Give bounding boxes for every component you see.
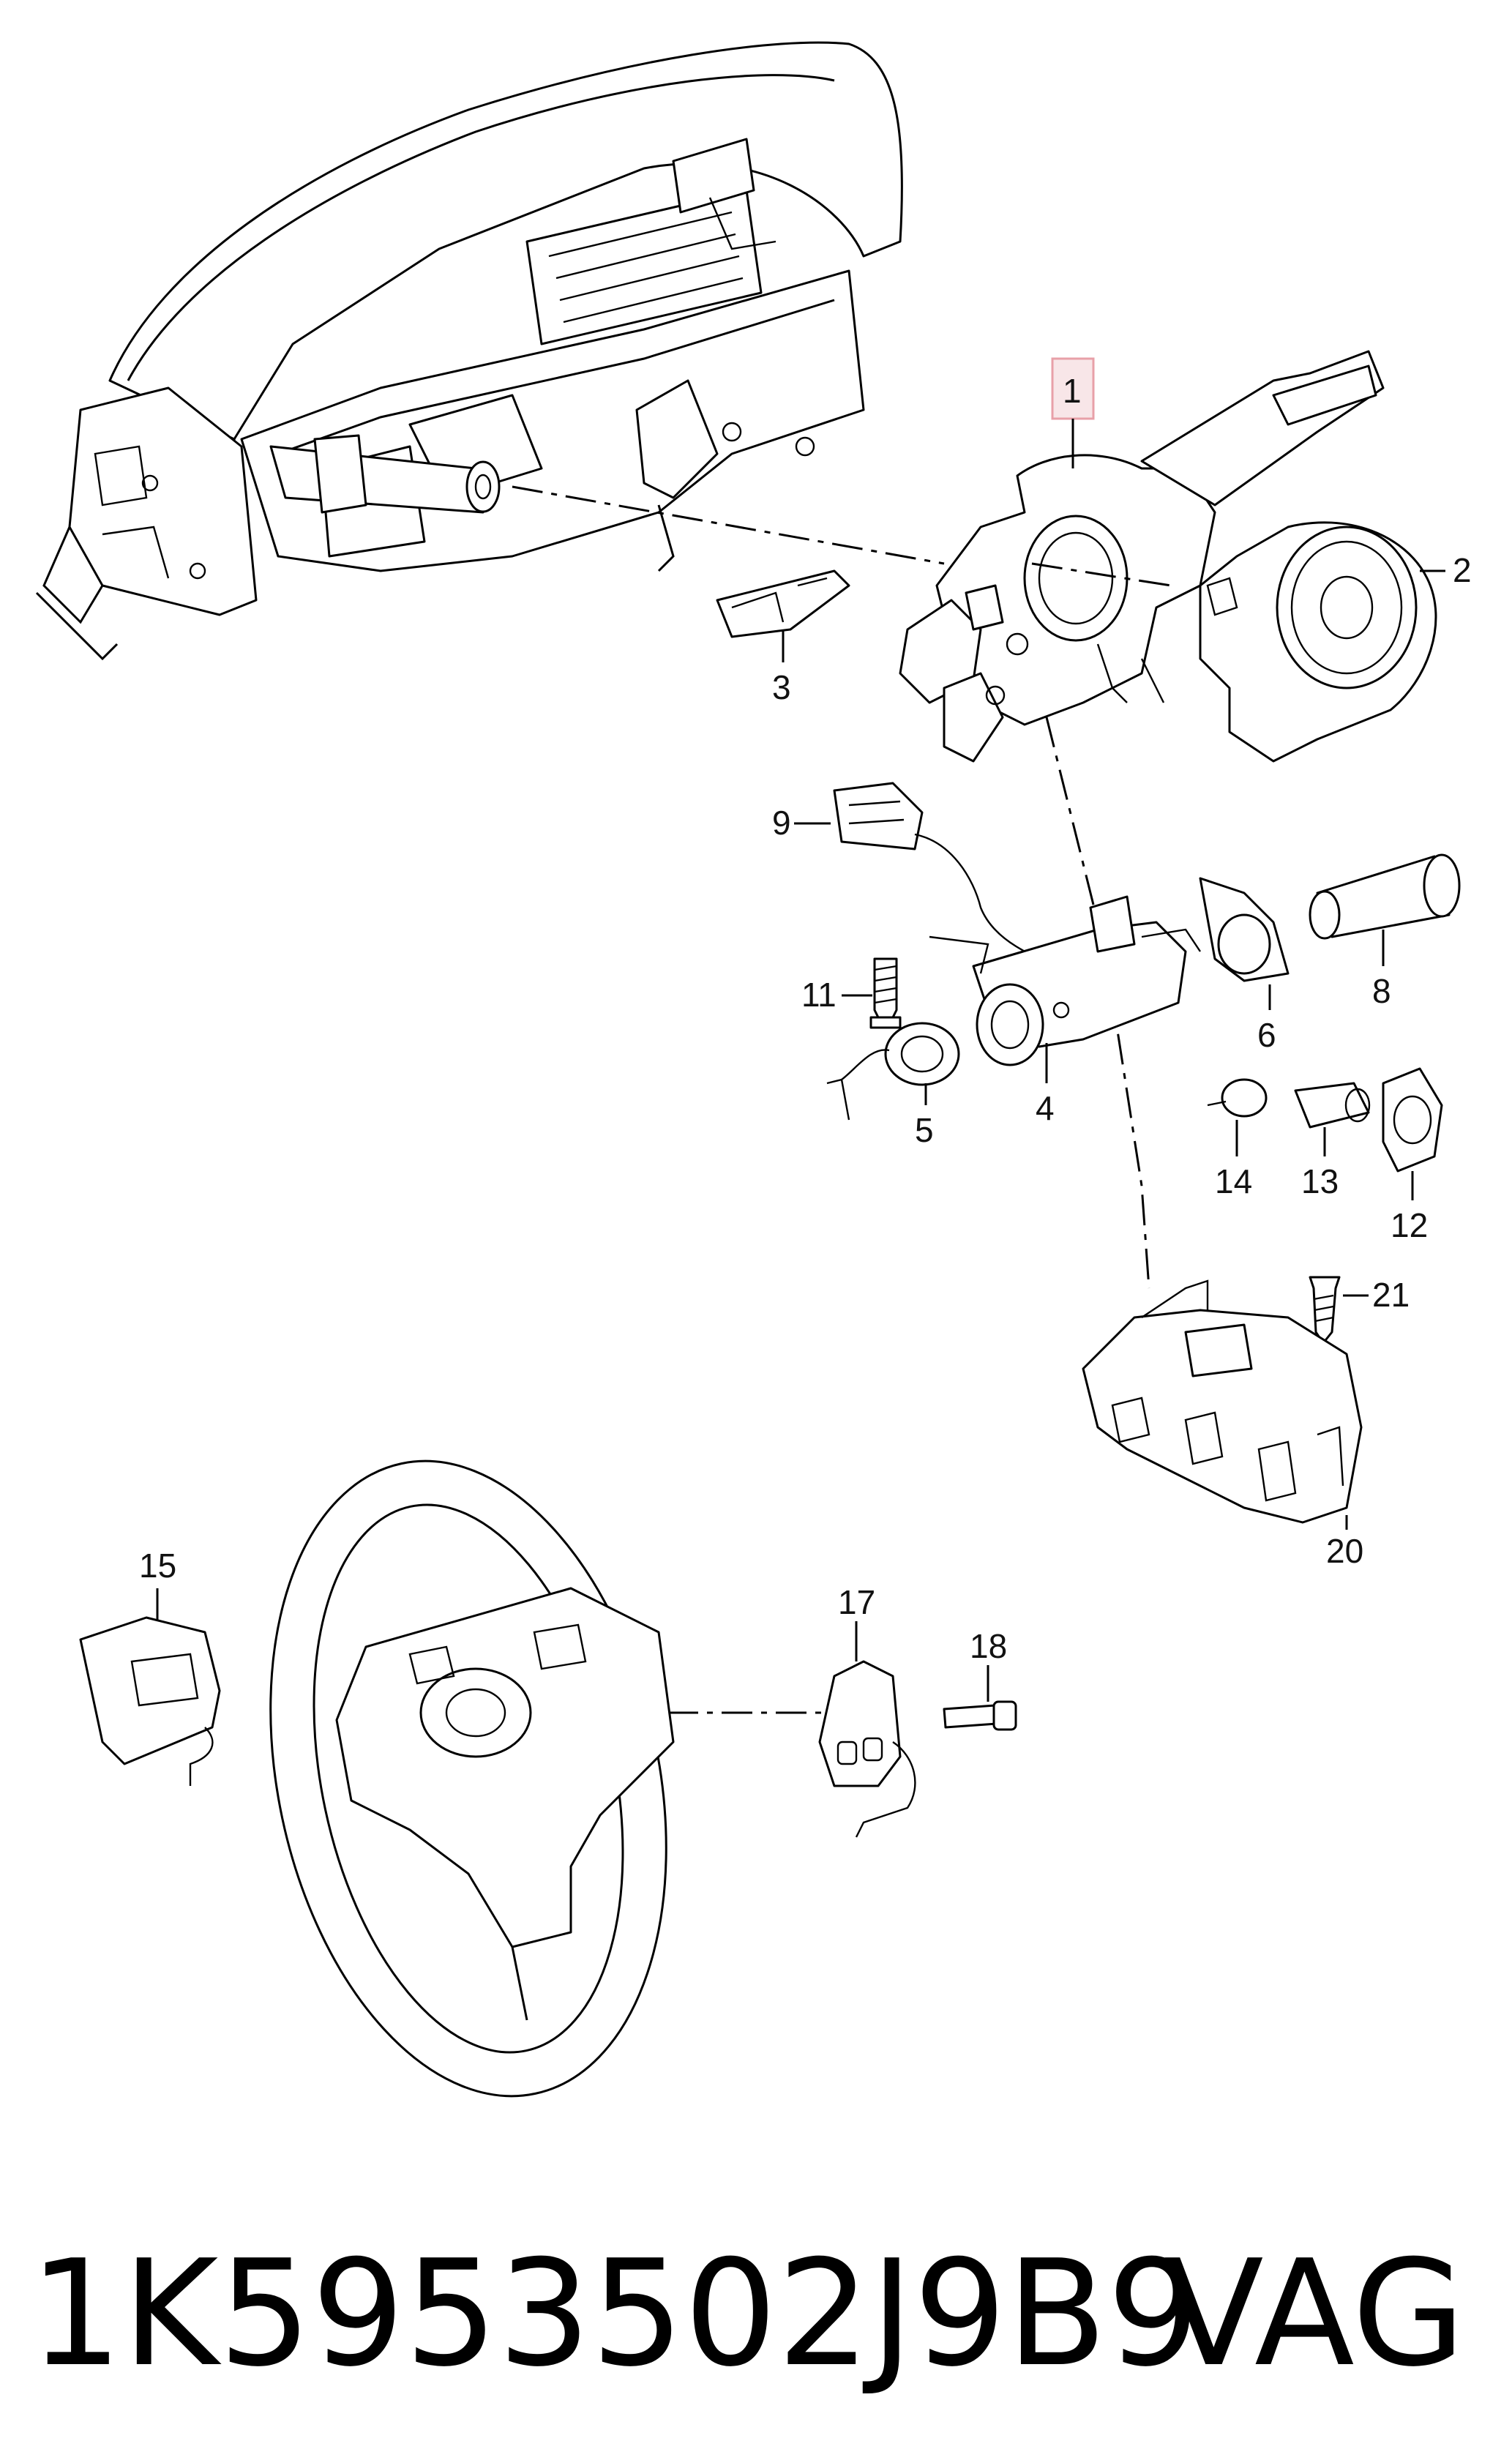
- part-2-clock-spring: [1199, 521, 1437, 763]
- part-number: 1K5953502J9B9: [29, 2229, 1200, 2399]
- dashboard-frame: [35, 41, 903, 661]
- part-3-bracket: [716, 569, 850, 638]
- steering-wheel: [269, 1459, 675, 2098]
- label-part-9: 9: [772, 804, 791, 842]
- label-part-18: 18: [970, 1627, 1007, 1665]
- part-1-column-switch: [899, 350, 1385, 763]
- part-21-screw: [1309, 1276, 1341, 1345]
- brand-name: VAG: [1164, 2229, 1465, 2399]
- label-part-2: 2: [1453, 551, 1472, 589]
- part-12-bezel: [1382, 1067, 1443, 1173]
- part-14-clip: [1207, 1078, 1268, 1118]
- part-4-lock-housing: [929, 895, 1201, 1066]
- part-5-reader-coil: [826, 1022, 960, 1121]
- label-part-15: 15: [139, 1547, 176, 1585]
- part-8-cylinder: [1309, 853, 1461, 940]
- label-part-11: 11: [801, 976, 837, 1014]
- part-18-screw: [943, 1700, 1017, 1731]
- label-part-1: 1: [1063, 372, 1082, 410]
- assembly-line-column: [1045, 717, 1150, 1289]
- part-9-connector: [833, 782, 1077, 975]
- assembly-line-switch: [1031, 562, 1172, 587]
- label-part-20: 20: [1326, 1532, 1363, 1570]
- label-part-4: 4: [1036, 1089, 1055, 1127]
- part-17-button-module: [818, 1660, 916, 1838]
- label-part-14: 14: [1215, 1162, 1252, 1200]
- label-part-8: 8: [1372, 972, 1391, 1010]
- part-13-sensor: [1294, 1082, 1371, 1129]
- assembly-line-shaft: [512, 485, 945, 565]
- label-part-12: 12: [1391, 1206, 1428, 1244]
- part-15-shroud: [79, 1616, 221, 1786]
- label-part-17: 17: [838, 1583, 875, 1621]
- label-part-5: 5: [915, 1111, 934, 1149]
- label-part-21: 21: [1372, 1276, 1410, 1314]
- part-6-trim: [1199, 877, 1290, 982]
- part-1-highlight-box: [1051, 357, 1095, 420]
- part-11-screw: [869, 957, 902, 1029]
- label-part-6: 6: [1257, 1016, 1276, 1054]
- label-part-13: 13: [1301, 1162, 1339, 1200]
- part-20-control-unit: [1082, 1279, 1363, 1524]
- label-part-3: 3: [772, 668, 791, 706]
